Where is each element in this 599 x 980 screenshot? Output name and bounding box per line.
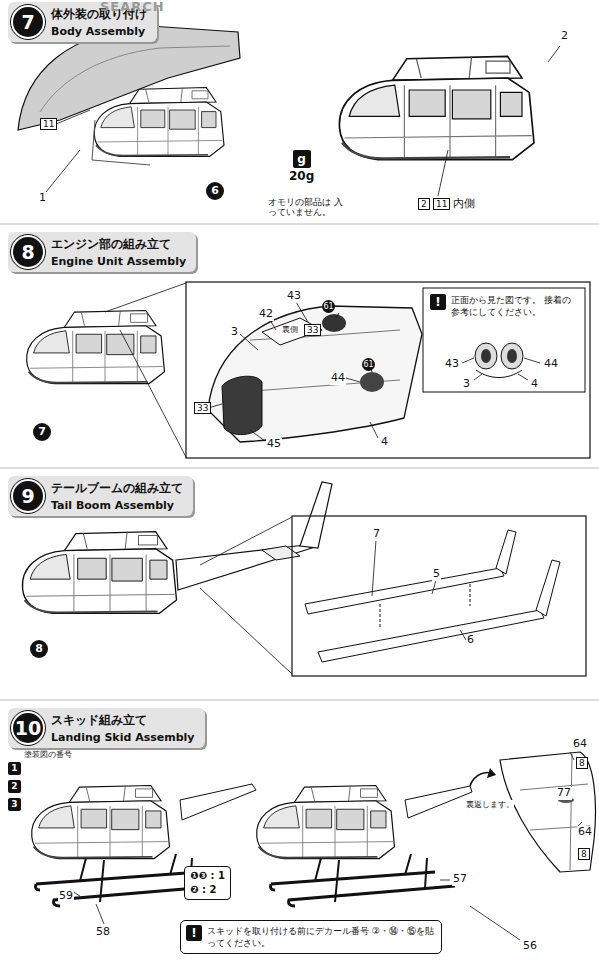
part-number: 43 — [444, 358, 460, 371]
paint-number: 3 — [8, 798, 21, 811]
subtitle-text: Engine Unit Assembly — [51, 255, 186, 268]
badge-text: ❶❸ : 1 — [190, 869, 225, 883]
part-number: 8 — [578, 848, 590, 860]
weight-icon: g20g — [286, 150, 317, 183]
badge-text: g — [293, 150, 311, 168]
note-box: ! 正面から見た図です。 接着の参考にしてください。 — [425, 290, 584, 322]
part-number: 43 — [286, 290, 302, 303]
badge-text: 8 — [11, 235, 45, 269]
part-number: 3 — [230, 326, 239, 339]
body-text: エンジン部の組み立て — [51, 236, 186, 253]
part-number: 59 — [58, 890, 74, 903]
part-number: 6 — [466, 634, 475, 647]
paint-number: 1 — [8, 762, 21, 775]
note-text: 裏側 — [282, 325, 298, 334]
subtitle-text: Landing Skid Assembly — [51, 731, 195, 744]
step-reference: 7 — [33, 423, 51, 441]
part-number: 58 — [95, 926, 111, 939]
color-map-box: ❶❸ : 1❷ : 2 — [184, 866, 231, 900]
part-number: 3 — [462, 378, 471, 391]
part-number: 64 — [572, 738, 588, 751]
part-number: 内側 — [452, 198, 476, 211]
note-text: 塗装図の番号 — [24, 750, 72, 759]
body-text: 20g — [289, 169, 314, 183]
step-reference: 6 — [206, 182, 224, 200]
step-header: 8 エンジン部の組み立て Engine Unit Assembly — [8, 232, 196, 272]
badge-text: ! — [430, 294, 446, 310]
subtitle-text: Tail Boom Assembly — [51, 499, 183, 512]
part-number: 42 — [258, 308, 274, 321]
part-number: 33 — [194, 402, 211, 414]
part-number: 57 — [452, 873, 468, 886]
body-text: スキッド組み立て — [51, 712, 195, 729]
body-text: スキッドを取り付ける前にデカール番号 ②・⑭・⑮を貼ってください。 — [207, 925, 436, 949]
body-text: 正面から見た図です。 接着の参考にしてください。 — [451, 294, 579, 318]
step-reference: 8 — [30, 640, 48, 658]
note-box: ! スキッドを取り付ける前にデカール番号 ②・⑭・⑮を貼ってください。 — [180, 920, 442, 954]
part-number: 7 — [372, 528, 381, 541]
body-text: ❷ : 2 — [190, 883, 225, 897]
part-number: 2 — [418, 198, 430, 210]
paint-number: 2 — [8, 780, 21, 793]
step-header: 9 テールブームの組み立て Tail Boom Assembly — [8, 476, 193, 516]
badge-text: 10 — [11, 711, 45, 745]
part-number: 11 — [433, 198, 450, 210]
part-number: 4 — [380, 436, 389, 449]
part-number: 5 — [432, 568, 441, 581]
part-reference: 61 — [322, 300, 335, 313]
note-text: オモリの部品は 入っていません。 — [268, 198, 350, 218]
part-number: 44 — [543, 358, 559, 371]
note-text: 裏返します。 — [466, 800, 514, 809]
subtitle-text: Body Assembly — [51, 25, 147, 38]
body-text: テールブームの組み立て — [51, 480, 183, 497]
part-number: 2 — [560, 30, 569, 43]
part-number: 11 — [40, 118, 57, 130]
part-number: 56 — [522, 940, 538, 953]
part-number: 1 — [38, 192, 47, 205]
step-header: 10 スキッド組み立て Landing Skid Assembly — [8, 708, 205, 748]
badge-text: 7 — [11, 5, 45, 39]
part-number: 44 — [330, 372, 346, 385]
part-number: 33 — [304, 324, 321, 336]
part-number: 45 — [266, 438, 282, 451]
part-number: 64 — [577, 826, 593, 839]
watermark: SEARCH — [100, 0, 165, 15]
badge-text: ! — [186, 925, 202, 941]
part-number: 8 — [576, 757, 588, 769]
part-number: 77 — [556, 787, 572, 800]
badge-text: 9 — [11, 479, 45, 513]
part-number: 4 — [530, 378, 539, 391]
part-reference: 61 — [362, 358, 375, 371]
